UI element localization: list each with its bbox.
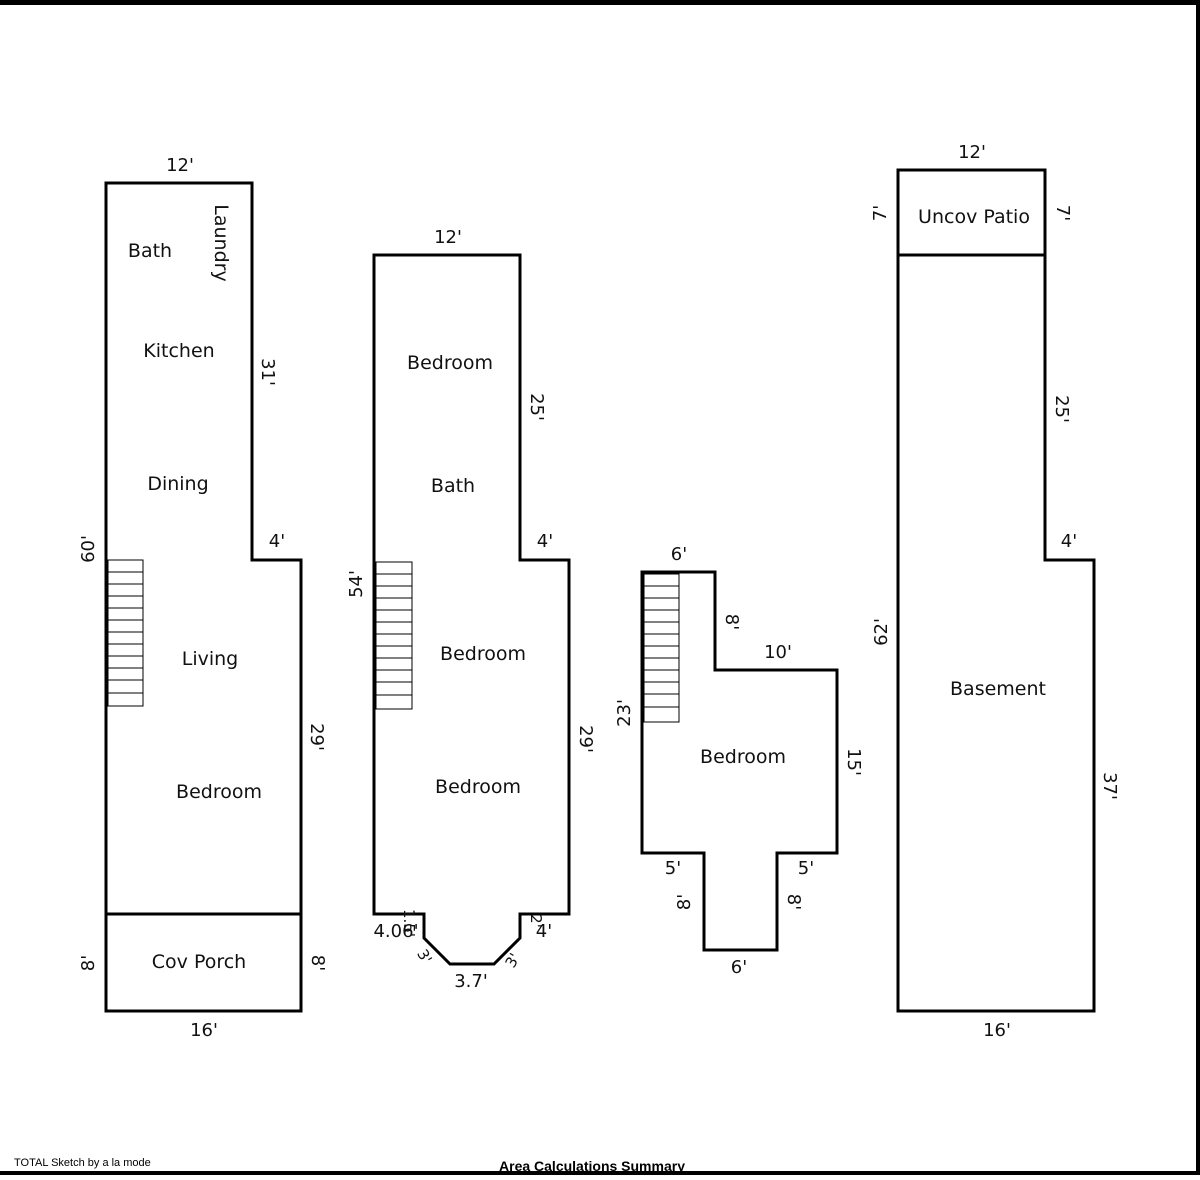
dimension-label: 25' [526,393,547,421]
room-label: Bedroom [176,781,262,803]
dimension-label: 2' [527,914,545,928]
dimension-label: 60' [78,535,99,563]
dimension-label: 1.5' [400,909,418,937]
dimension-label: 12' [166,155,194,176]
second-floor-outline [372,253,571,966]
dimension-label: 7' [1052,205,1073,221]
dimension-label: 12' [958,142,986,163]
dimension-label: 31' [257,358,278,386]
dimension-label: 8' [674,894,695,910]
room-label: Cov Porch [152,951,246,973]
dimension-label: 7' [870,205,891,221]
dimension-label: 25' [1051,395,1072,423]
dimension-label: 54' [346,570,367,598]
area-summary-title: Area Calculations Summary [499,1158,685,1174]
stairs-third-floor [643,573,680,723]
room-label: Living [182,648,239,670]
dimension-label: 23' [614,699,635,727]
stairs-first-floor [107,559,144,707]
dimension-label: 8' [721,614,742,630]
stairs-second-floor [375,561,413,710]
basement-outline [896,168,1096,1013]
dimension-label: 8' [78,955,99,971]
dimension-label: 3.7' [454,971,488,992]
dimension-label: 10' [764,642,792,663]
dimension-label: 37' [1099,772,1120,800]
dimension-label: 8' [783,894,804,910]
dimension-label: 4' [1061,531,1077,552]
dimension-label: 16' [983,1020,1011,1041]
dimension-label: 29' [575,725,596,753]
plan-first-floor: Bath Laundry Kitchen Dining Living Bedro… [78,155,328,1041]
dimension-label: 4' [536,921,552,942]
dimension-label: 29' [306,723,327,751]
plan-basement: Uncov Patio Basement 12' 7' 7' 25' 4' 62… [870,142,1120,1041]
dimension-label: 8' [307,955,328,971]
dimension-label: 62' [871,618,892,646]
dimension-label: 4.06' [373,921,418,942]
dimension-label: 5' [798,858,814,879]
room-label: Bath [128,240,172,262]
room-label: Kitchen [143,340,214,362]
room-label: Laundry [210,204,232,281]
dimension-label: 12' [434,227,462,248]
room-label: Bedroom [700,746,786,768]
dimension-label: 6' [731,957,747,978]
first-floor-outline [104,181,303,1013]
dimension-label: 4' [537,531,553,552]
dimension-label: 4' [269,531,285,552]
room-label: Bath [431,475,475,497]
third-floor-outline [640,570,839,952]
dimension-label: 16' [190,1020,218,1041]
room-label: Bedroom [435,776,521,798]
plan-third-floor: Bedroom 6' 8' 10' 23' 15' 5' 5' 8' 8' 6' [614,544,864,978]
floor-plan-sketch: Bath Laundry Kitchen Dining Living Bedro… [78,142,1120,1041]
room-label: Bedroom [407,352,493,374]
dimension-label: 6' [671,544,687,565]
dimension-label: 15' [843,748,864,776]
room-label: Bedroom [440,643,526,665]
software-credit: TOTAL Sketch by a la mode [14,1157,151,1169]
room-label: Uncov Patio [918,206,1030,228]
room-label: Dining [147,473,208,495]
dimension-label: 3' [413,946,435,967]
dimension-label: 5' [665,858,681,879]
plan-second-floor: Bedroom Bath Bedroom Bedroom 12' 25' 4' … [346,227,596,992]
room-label: Basement [950,678,1046,700]
